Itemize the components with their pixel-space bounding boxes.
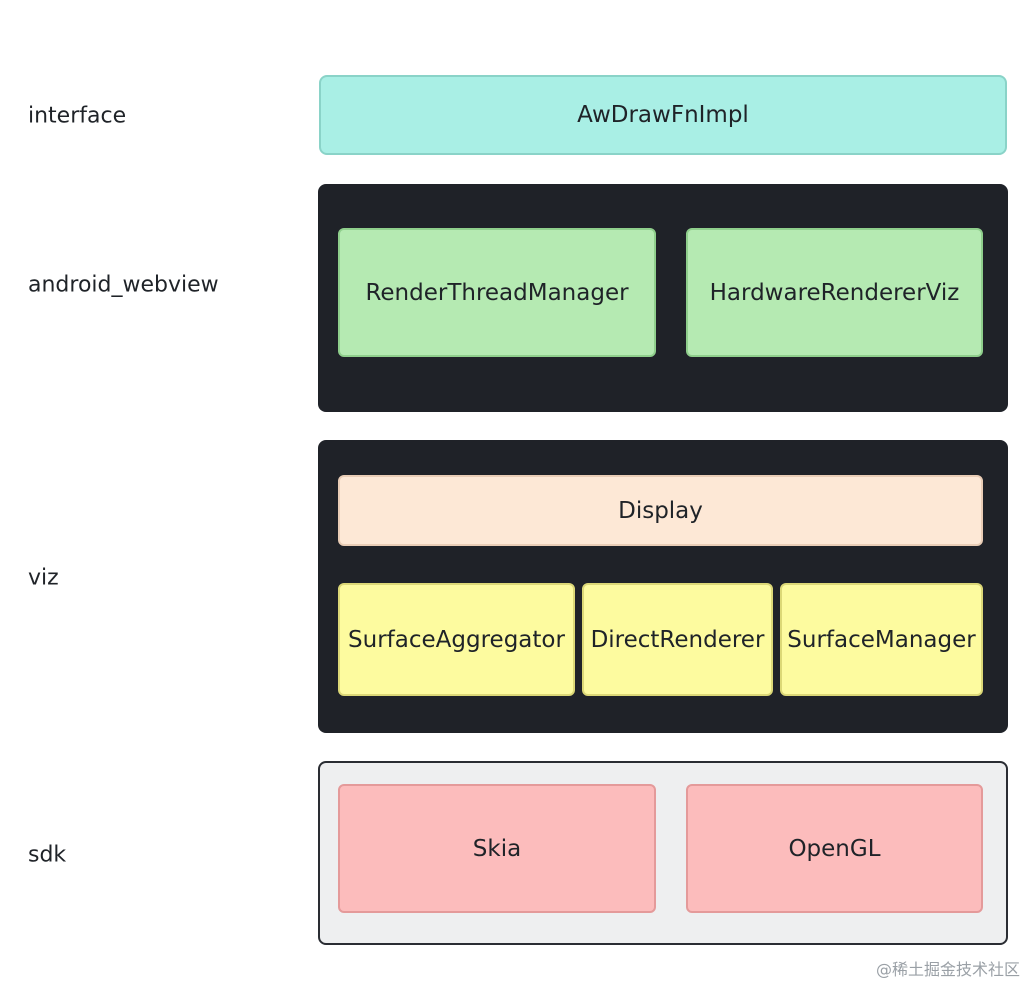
aw-draw-fn-impl-box: AwDrawFnImpl — [319, 75, 1007, 155]
direct-renderer-box: DirectRenderer — [582, 583, 773, 696]
opengl-box: OpenGL — [686, 784, 983, 913]
watermark: @稀土掘金技术社区 — [875, 960, 1020, 979]
viz-panel: Display SurfaceAggregator DirectRenderer… — [318, 440, 1008, 733]
display-box: Display — [338, 475, 983, 546]
layer-label-interface: interface — [28, 103, 127, 129]
layer-label-sdk: sdk — [28, 842, 67, 868]
hardware-renderer-viz-box: HardwareRendererViz — [686, 228, 983, 357]
surface-manager-box: SurfaceManager — [780, 583, 983, 696]
sdk-panel: Skia OpenGL — [318, 761, 1008, 945]
android-webview-panel: RenderThreadManager HardwareRendererViz — [318, 184, 1008, 412]
surface-aggregator-box: SurfaceAggregator — [338, 583, 575, 696]
layer-label-android-webview: android_webview — [28, 272, 219, 298]
layer-label-viz: viz — [28, 565, 59, 591]
render-thread-manager-box: RenderThreadManager — [338, 228, 656, 357]
skia-box: Skia — [338, 784, 656, 913]
